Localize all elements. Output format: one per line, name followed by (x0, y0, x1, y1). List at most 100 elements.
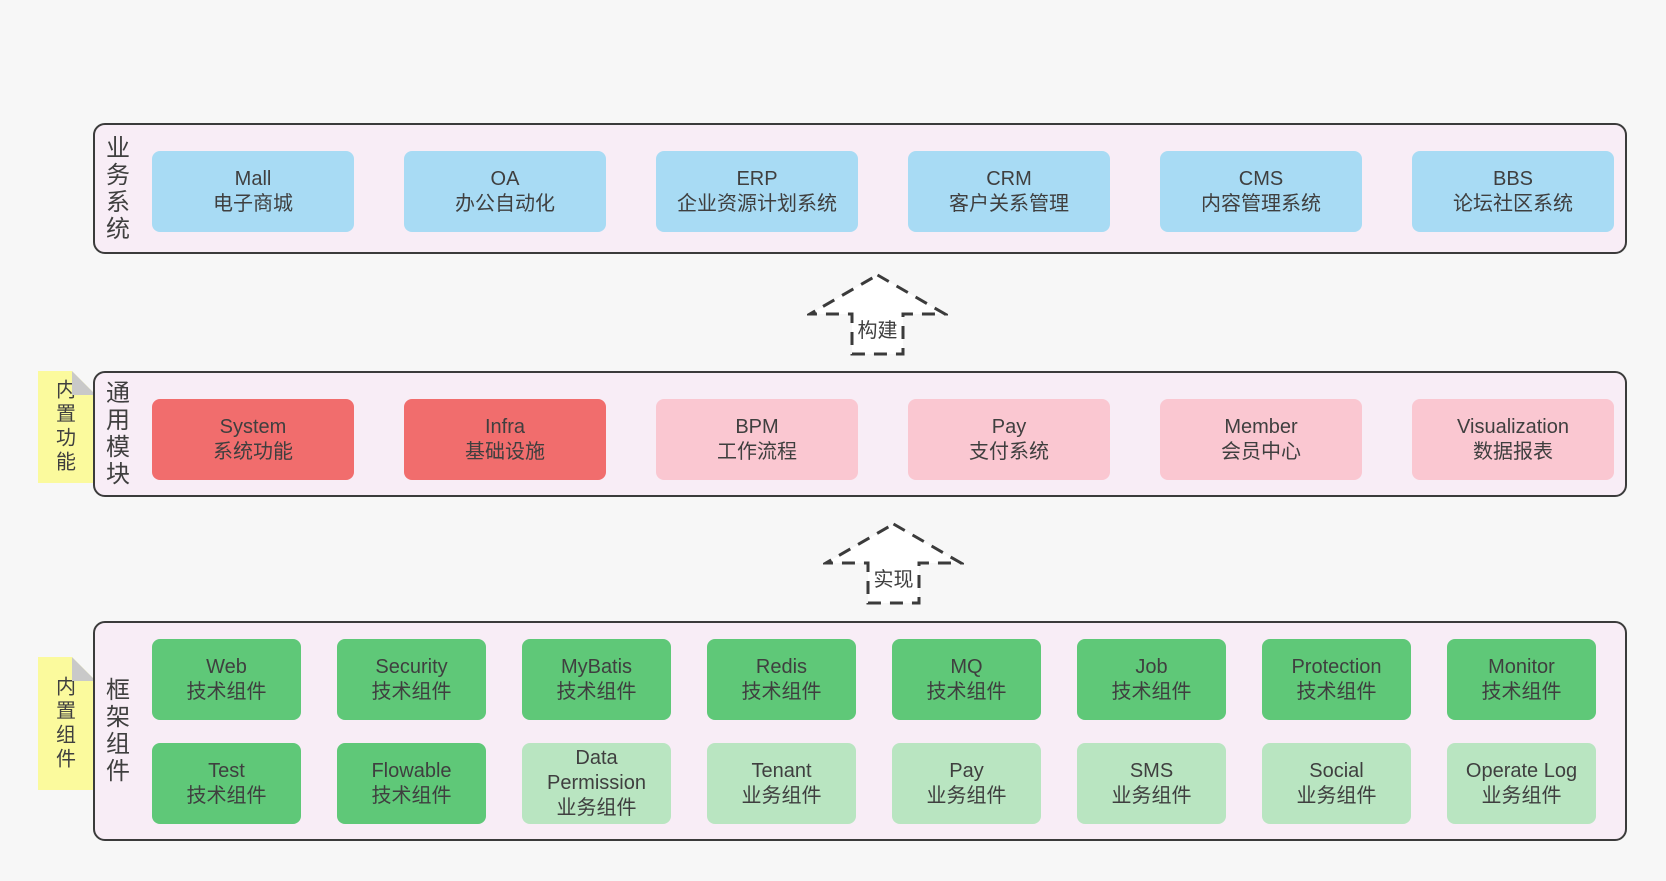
box-title-zh: 数据报表 (1473, 440, 1553, 463)
layer-common-modules: 通用模块 System 系统功能 Infra 基础设施 BPM 工作流程 Pay… (93, 371, 1627, 497)
box-protection: Protection 技术组件 (1262, 639, 1411, 720)
arrow-build: 构建 (807, 272, 948, 357)
box-title-en: Test (208, 759, 245, 782)
box-web: Web 技术组件 (152, 639, 301, 720)
box-title-en: Monitor (1488, 655, 1555, 678)
box-title-zh: 电子商城 (213, 192, 293, 215)
box-title-zh: 客户关系管理 (949, 192, 1069, 215)
box-title-zh: 会员中心 (1221, 440, 1301, 463)
box-title-zh: 技术组件 (556, 680, 637, 703)
box-title-en: Pay (991, 415, 1027, 438)
box-sms: SMS 业务组件 (1077, 743, 1226, 824)
box-erp: ERP 企业资源计划系统 (656, 151, 858, 232)
box-title-zh: 内容管理系统 (1201, 192, 1321, 215)
box-redis: Redis 技术组件 (707, 639, 856, 720)
box-job: Job 技术组件 (1077, 639, 1226, 720)
box-title-en: ERP (736, 167, 778, 190)
box-title-zh: 业务组件 (1296, 784, 1377, 807)
box-oa: OA 办公自动化 (404, 151, 606, 232)
box-bbs: BBS 论坛社区系统 (1412, 151, 1614, 232)
box-title-en: Job (1135, 655, 1168, 678)
box-title-zh: 技术组件 (926, 680, 1007, 703)
box-monitor: Monitor 技术组件 (1447, 639, 1596, 720)
box-member: Member 会员中心 (1160, 399, 1362, 480)
box-title-zh: 业务组件 (741, 784, 822, 807)
box-title-zh: 技术组件 (1481, 680, 1562, 703)
box-title-en: Flowable (371, 759, 452, 782)
box-title-en: Data Permission (547, 747, 646, 794)
box-title-en: Web (206, 655, 247, 678)
box-operate-log: Operate Log 业务组件 (1447, 743, 1596, 824)
box-title-zh: 业务组件 (926, 784, 1007, 807)
box-pay-component: Pay 业务组件 (892, 743, 1041, 824)
box-title-zh: 技术组件 (1111, 680, 1192, 703)
box-title-zh: 系统功能 (213, 440, 293, 463)
box-title-zh: 技术组件 (371, 680, 452, 703)
box-title-en: CMS (1238, 167, 1284, 190)
sticky-note-label: 内置组件 (52, 675, 75, 772)
layer-title-business-systems: 业务系统 (101, 134, 129, 243)
box-social: Social 业务组件 (1262, 743, 1411, 824)
sticky-note-label: 内置功能 (52, 379, 75, 475)
box-flowable: Flowable 技术组件 (337, 743, 486, 824)
layer-title-common-modules: 通用模块 (101, 380, 129, 488)
box-title-en: Tenant (751, 759, 812, 782)
arrow-implement-label: 实现 (870, 563, 917, 592)
box-title-zh: 办公自动化 (455, 192, 555, 215)
box-title-en: Redis (755, 655, 808, 678)
box-cms: CMS 内容管理系统 (1160, 151, 1362, 232)
box-title-zh: 论坛社区系统 (1453, 192, 1573, 215)
layer-framework-components: 框架组件 Web 技术组件 Security 技术组件 MyBatis 技术组件… (93, 621, 1627, 841)
box-title-en: Social (1309, 759, 1364, 782)
box-title-zh: 业务组件 (1111, 784, 1192, 807)
box-title-en: BBS (1492, 167, 1534, 190)
box-title-en: MQ (950, 655, 983, 678)
layer-title-framework-components: 框架组件 (101, 677, 129, 785)
sticky-note-builtin-components: 内置组件 (38, 657, 96, 790)
box-title-zh: 支付系统 (969, 440, 1049, 463)
box-mybatis: MyBatis 技术组件 (522, 639, 671, 720)
box-title-zh: 基础设施 (465, 440, 545, 463)
box-mq: MQ 技术组件 (892, 639, 1041, 720)
layer-business-systems: 业务系统 Mall 电子商城 OA 办公自动化 ERP 企业资源计划系统 CRM… (93, 123, 1627, 254)
box-title-zh: 技术组件 (1296, 680, 1377, 703)
box-title-en: SMS (1129, 759, 1174, 782)
box-title-en: MyBatis (560, 655, 633, 678)
box-title-zh: 工作流程 (717, 440, 797, 463)
box-title-en: Infra (484, 415, 526, 438)
framework-components-row-1: Web 技术组件 Security 技术组件 MyBatis 技术组件 Redi… (152, 639, 1625, 720)
arrow-build-label: 构建 (854, 314, 901, 343)
box-title-en: System (219, 415, 287, 438)
arrow-implement: 实现 (823, 521, 964, 606)
box-mall: Mall 电子商城 (152, 151, 354, 232)
box-data-permission: Data Permission 业务组件 (522, 743, 671, 824)
box-title-zh: 企业资源计划系统 (677, 192, 837, 215)
box-title-en: BPM (735, 415, 779, 438)
box-infra: Infra 基础设施 (404, 399, 606, 480)
box-bpm: BPM 工作流程 (656, 399, 858, 480)
box-test: Test 技术组件 (152, 743, 301, 824)
box-title-en: Visualization (1457, 415, 1569, 438)
box-visualization: Visualization 数据报表 (1412, 399, 1614, 480)
box-pay-module: Pay 支付系统 (908, 399, 1110, 480)
box-title-en: Mall (234, 167, 272, 190)
box-tenant: Tenant 业务组件 (707, 743, 856, 824)
sticky-note-builtin-features: 内置功能 (38, 371, 96, 483)
box-system: System 系统功能 (152, 399, 354, 480)
box-title-zh: 技术组件 (186, 680, 267, 703)
box-title-zh: 技术组件 (186, 784, 267, 807)
business-systems-row: Mall 电子商城 OA 办公自动化 ERP 企业资源计划系统 CRM 客户关系… (95, 125, 1625, 232)
framework-components-grid: Web 技术组件 Security 技术组件 MyBatis 技术组件 Redi… (95, 623, 1625, 824)
box-title-en: Protection (1291, 655, 1382, 678)
box-title-en: Security (375, 655, 448, 678)
box-title-en: CRM (986, 167, 1032, 190)
box-title-en: OA (490, 167, 520, 190)
box-title-zh: 技术组件 (741, 680, 822, 703)
box-title-en: Pay (949, 759, 984, 782)
common-modules-row: System 系统功能 Infra 基础设施 BPM 工作流程 Pay 支付系统… (95, 373, 1625, 480)
box-crm: CRM 客户关系管理 (908, 151, 1110, 232)
box-title-zh: 技术组件 (371, 784, 452, 807)
box-title-en: Member (1224, 415, 1298, 438)
box-security: Security 技术组件 (337, 639, 486, 720)
